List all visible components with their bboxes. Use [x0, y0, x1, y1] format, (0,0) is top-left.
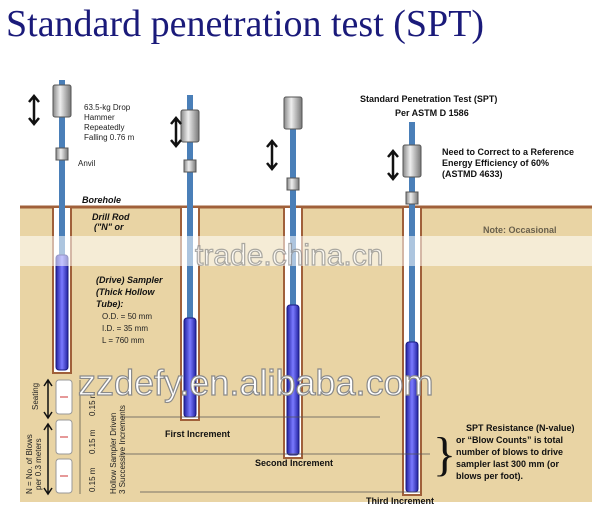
watermark-alibaba: zzdefy.en.alibaba.com — [78, 362, 434, 403]
increment-length-3: 0.15 m — [88, 467, 97, 492]
first-increment-label: First Increment — [165, 429, 230, 439]
hammer-label-1: 63.5-kg Drop — [84, 103, 131, 112]
sampler-1 — [55, 254, 69, 371]
sampler-label-2: (Thick Hollow — [96, 287, 155, 297]
anvil-3 — [286, 177, 300, 191]
resistance-note-5: blows per foot). — [456, 471, 523, 481]
sampler-length: L = 760 mm — [102, 336, 145, 345]
hollow-label-1: Hollow Sampler Driven — [109, 413, 118, 494]
anvil-2 — [183, 159, 197, 173]
seating-label: Seating — [31, 383, 40, 410]
energy-note-1: Need to Correct to a Reference — [442, 147, 574, 157]
heading-line1: Standard Penetration Test (SPT) — [360, 94, 497, 104]
anvil-1 — [55, 147, 69, 161]
hollow-label-2: 3 Successive Increments — [118, 405, 127, 494]
heading-line2: Per ASTM D 1586 — [395, 108, 469, 118]
third-increment-label: Third Increment — [366, 496, 434, 506]
sampler-id: I.D. = 35 mm — [102, 324, 148, 333]
resistance-note-1: SPT Resistance (N-value) — [466, 423, 575, 433]
drill-rod-label-2: ("N" or — [94, 222, 124, 232]
sampler-label-1: (Drive) Sampler — [96, 275, 163, 285]
sampler-label-3: Tube): — [96, 299, 123, 309]
sampler-3 — [286, 304, 300, 456]
energy-note-3: (ASTMD 4633) — [442, 169, 503, 179]
watermark-band — [20, 236, 592, 266]
up-down-arrow-icon — [266, 139, 278, 171]
up-down-arrow-icon — [28, 94, 40, 126]
hammer-1 — [52, 84, 72, 118]
up-down-arrow-icon — [387, 149, 399, 181]
resistance-note-2: or “Blow Counts” is total — [456, 435, 563, 445]
up-down-arrow-icon — [170, 116, 182, 148]
blow-count-column — [43, 378, 81, 496]
hammer-label-2: Hammer — [84, 113, 115, 122]
increment-length-1: 0.15 m — [88, 391, 97, 416]
hammer-2 — [180, 109, 200, 143]
resistance-note-4: sampler last 300 mm (or — [456, 459, 560, 469]
drill-rod-1 — [59, 80, 65, 370]
energy-note-2: Energy Efficiency of 60% — [442, 158, 549, 168]
drill-rod-4 — [409, 122, 415, 492]
anvil-4 — [405, 191, 419, 205]
n-label-1: N = No. of Blows — [25, 434, 34, 494]
anvil-label: Anvil — [78, 159, 96, 168]
hammer-3 — [283, 96, 303, 130]
watermark-trade: trade.china.cn — [195, 239, 383, 272]
resistance-note-3: number of blows to drive — [456, 447, 563, 457]
sampler-od: O.D. = 50 mm — [102, 312, 152, 321]
hammer-4 — [402, 144, 422, 178]
brace-icon: } — [433, 428, 456, 481]
n-label-2: per 0.3 meters — [34, 438, 43, 490]
second-increment-label: Second Increment — [255, 458, 333, 468]
page-title: Standard penetration test (SPT) — [6, 3, 485, 45]
borehole-label: Borehole — [82, 195, 121, 205]
hammer-label-3: Repeatedly — [84, 123, 124, 132]
drill-rod-label-1: Drill Rod — [92, 212, 130, 222]
drill-rod-3 — [290, 97, 296, 455]
increment-length-2: 0.15 m — [88, 429, 97, 454]
note-label: Note: Occasional — [483, 225, 557, 235]
hammer-label-4: Falling 0.76 m — [84, 133, 135, 142]
